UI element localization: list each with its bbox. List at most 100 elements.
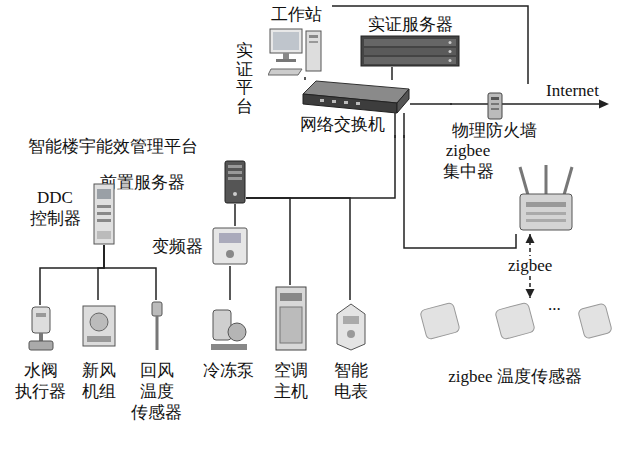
connector [305,77,306,80]
connector-line [391,67,393,80]
chiller-unit-icon-part [276,287,306,350]
connector [230,266,231,300]
network-switch-icon-part [320,99,324,102]
valve-actuator-icon [28,305,54,352]
arrow-head [526,289,535,298]
server-icon-part [364,57,456,64]
switch-port-stub [394,113,396,138]
network-switch-icon-part [356,102,360,105]
valve-actuator-icon-part [39,333,43,341]
network-switch-icon-part [397,89,409,113]
connector-line [104,245,156,300]
front-server-icon-part [228,177,242,180]
inverter-icon-part [219,233,241,243]
firewall-icon-part [491,108,499,110]
return-air-sensor-icon [144,300,170,352]
ddc-controller-icon [90,183,118,245]
zigbee-concentrator-icon-part [526,202,566,207]
workstation-icon-part [306,31,321,71]
fresh-air-unit-icon-part [90,313,108,331]
chilled-water-pump-icon-part [211,344,247,350]
workstation-icon-part [309,41,318,43]
zigbee-concentrator: zigbee 集中器 [440,140,582,234]
network-switch-icon [300,80,410,114]
zigbee-concentrator-icon [510,164,582,234]
front-server-icon-part [228,171,242,174]
valve-actuator-icon-part [36,313,46,317]
chiller-unit: 空调 主机 [265,285,316,402]
connector [404,135,516,248]
zigbee-sensors: zigbee 温度传感器 [415,298,615,387]
network-switch: 网络交换机 [300,80,410,135]
server: 实证服务器 [360,14,460,67]
connector-line [246,135,395,198]
internet-arrow-head [599,100,609,109]
firewall: 物理防火墙 [452,92,537,141]
chilled-water-pump-icon-part [228,323,246,341]
server-icon-part [449,41,452,44]
smart-meter-icon [335,300,367,352]
zigbee-concentrator-icon-part [545,165,548,195]
ellipsis-label: ... [548,294,561,315]
chiller-unit-icon-part [280,293,302,301]
connector [246,135,395,198]
device-label: 物理防火墙 [452,120,537,141]
server-icon-part [364,39,456,46]
device-label: zigbee 温度传感器 [448,366,582,387]
workstation-icon-part [268,69,302,75]
platform-label: 实证平台 [236,42,253,117]
fresh-air-unit: 新风 机组 [73,300,124,402]
server-icon [360,35,460,67]
zigbee-concentrator-icon-part [520,194,572,230]
device-label: 变频器 [152,236,203,257]
connector [104,245,156,300]
internet-line [450,103,600,105]
chilled-water-pump: 冷冻泵 [203,300,254,381]
device-label: zigbee 集中器 [440,140,496,182]
chiller-unit-icon-part [280,307,302,343]
valve-actuator-icon-part [29,341,53,350]
ddc-controller-icon-part [97,231,111,239]
device-label: 智能 电表 [325,360,376,402]
connector [246,198,290,285]
zigbee-sensors-icon-part [420,302,461,340]
connector [98,245,104,300]
connector-line [410,103,452,105]
inverter-icon-part [226,250,234,258]
connector [246,198,350,300]
device-label: 冷冻泵 [203,360,254,381]
arrow-head [526,234,535,243]
connector-line [246,198,290,285]
firewall-icon-part [488,93,502,119]
fresh-air-unit-icon-part [83,306,115,346]
workstation-icon [268,25,324,77]
zigbee-sensors-icon-part [495,302,536,340]
ddc-controller-icon-part [94,184,114,244]
network-switch-icon-part [344,101,348,104]
device-label: 水阀 执行器 [15,360,66,402]
inverter-icon [211,226,249,266]
zigbee-concentrator-icon-part [520,167,528,195]
server-icon-part [361,36,459,66]
valve-actuator: 水阀 执行器 [15,305,66,402]
smart-meter-icon-part [343,316,359,324]
device-label: 网络交换机 [300,114,385,135]
firewall-icon [485,92,505,120]
device-label: 空调 主机 [265,360,316,402]
connector [40,245,104,305]
workstation-icon-part [273,32,299,50]
server-icon-part [449,50,452,53]
workstation-icon-part [309,35,318,38]
return-air-sensor-icon-part [152,302,162,316]
connector-line [229,266,231,300]
network-switch-icon-part [332,100,336,103]
fresh-air-unit-icon [81,300,117,352]
connector [410,104,452,105]
firewall-icon-part [491,103,499,105]
device-label: 实证服务器 [368,14,453,35]
connector-line [404,135,516,248]
fresh-air-unit-icon-part [87,336,111,342]
server-icon-part [364,48,456,55]
smart-meter-icon-part [337,304,365,350]
front-server: 前置服务器 [100,160,246,204]
